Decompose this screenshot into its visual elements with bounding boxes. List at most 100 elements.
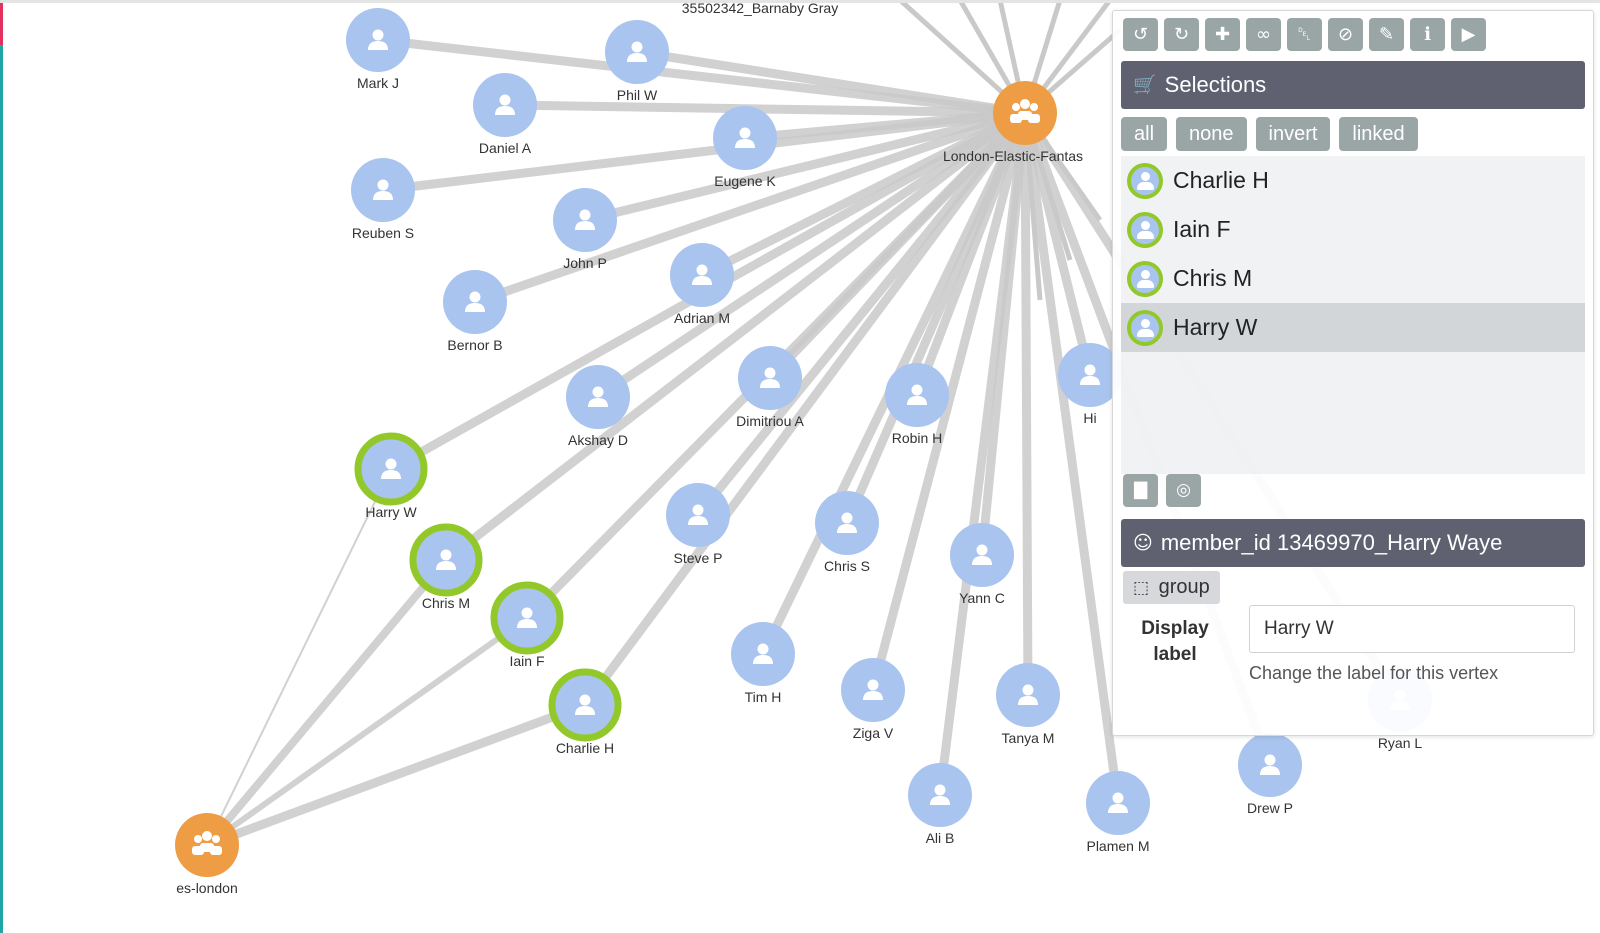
selection-panel: ↺ ↻ ✚ ∞ ␡ ⊘ ✎ ℹ ▶ 🛒 Selections all none … (1112, 10, 1594, 736)
person-node[interactable]: Plamen M (1086, 771, 1150, 854)
select-linked-button[interactable]: linked (1339, 117, 1418, 151)
panel-toolbar: ↺ ↻ ✚ ∞ ␡ ⊘ ✎ ℹ ▶ (1123, 18, 1486, 51)
selection-item-charlie-h[interactable]: Charlie H (1121, 156, 1585, 205)
redo-icon[interactable]: ↻ (1164, 18, 1199, 51)
globe-icon[interactable]: ◎ (1166, 474, 1201, 507)
person-node[interactable]: Ali B (908, 763, 972, 846)
user-icon: ☺ (1133, 532, 1153, 554)
person-node[interactable]: Steve P (666, 483, 730, 566)
person-node[interactable]: Harry W (354, 432, 428, 520)
person-node[interactable]: Robin H (885, 363, 949, 446)
person-node[interactable]: Reuben S (351, 158, 415, 241)
graph-edge (581, 110, 1029, 708)
person-icon (465, 291, 485, 312)
person-icon (436, 549, 456, 570)
graph-edge (1020, 112, 1123, 804)
node-label: Tanya M (1002, 730, 1055, 746)
person-node[interactable]: Tanya M (996, 663, 1060, 746)
group-tag[interactable]: ⬚ group (1123, 571, 1220, 604)
person-node[interactable]: Ziga V (841, 658, 905, 741)
play-icon[interactable]: ▶ (1451, 18, 1486, 51)
graph-edge (473, 108, 1027, 307)
node-label: Steve P (673, 550, 722, 566)
person-node[interactable]: Drew P (1238, 733, 1302, 816)
group-icon (192, 831, 222, 855)
member-id-title: member_id 13469970_Harry Waye (1160, 530, 1503, 555)
node-label: Ali B (926, 830, 955, 846)
link-icon[interactable]: ∞ (1246, 18, 1281, 51)
display-label-help: Change the label for this vertex (1249, 663, 1499, 683)
selection-ring (490, 581, 564, 655)
node-label: Phil W (617, 87, 658, 103)
person-node[interactable]: Iain F (490, 581, 564, 669)
group-frame-icon: ⬚ (1133, 578, 1150, 598)
plus-icon[interactable]: ✚ (1205, 18, 1240, 51)
person-icon (627, 41, 647, 62)
graph-edge (205, 615, 529, 848)
graph-edge (636, 47, 1026, 118)
person-icon (517, 607, 537, 628)
person-node[interactable]: Adrian M (670, 243, 734, 326)
person-node[interactable]: Mark J (346, 8, 410, 91)
person-node[interactable]: Chris M (409, 523, 483, 611)
select-none-button[interactable]: none (1176, 117, 1247, 151)
ban-icon[interactable]: ⊘ (1328, 18, 1363, 51)
graph-edge (935, 112, 1030, 796)
bar-chart-icon[interactable]: ▇ (1123, 474, 1158, 507)
node-label: 35502342_Barnaby Gray (682, 0, 838, 16)
select-all-button[interactable]: all (1121, 117, 1168, 151)
group-node[interactable]: es-london (175, 813, 239, 896)
person-icon (753, 643, 773, 664)
person-node[interactable]: Bernor B (443, 270, 507, 353)
person-icon (1127, 211, 1163, 248)
person-node[interactable]: Eugene K (713, 106, 777, 189)
graph-edge (205, 700, 587, 850)
person-icon (907, 384, 927, 405)
selection-item-chris-m[interactable]: Chris M (1121, 254, 1585, 303)
node-label: Bernor B (447, 337, 502, 353)
node-label: Eugene K (714, 173, 776, 189)
info-icon[interactable]: ℹ (1410, 18, 1445, 51)
selection-list: Charlie H Iain F Chris M Harry W (1121, 156, 1585, 474)
graph-edge (377, 35, 1026, 118)
person-node[interactable]: Tim H (731, 622, 795, 705)
selection-ring (354, 432, 428, 506)
display-label-input[interactable] (1249, 605, 1575, 653)
group-node[interactable]: London-Elastic-Fantas (943, 81, 1083, 164)
person-node[interactable]: Dimitriou A (736, 346, 805, 429)
panel-small-tools: ▇ ◎ (1123, 474, 1201, 507)
selection-item-iain-f[interactable]: Iain F (1121, 205, 1585, 254)
person-node[interactable]: Yann C (950, 523, 1014, 606)
brush-icon[interactable]: ✎ (1369, 18, 1404, 51)
person-node[interactable]: Akshay D (566, 365, 630, 448)
selections-header: 🛒 Selections (1121, 61, 1585, 109)
node-label: Daniel A (479, 140, 532, 156)
trash-icon[interactable]: ␡ (1287, 18, 1322, 51)
person-icon (1127, 309, 1163, 346)
person-node[interactable]: John P (553, 188, 617, 271)
person-icon (373, 179, 393, 200)
person-icon (692, 264, 712, 285)
graph-edge (1020, 112, 1033, 696)
undo-icon[interactable]: ↺ (1123, 18, 1158, 51)
selection-item-harry-w[interactable]: Harry W (1121, 303, 1585, 352)
graph-node-label-only[interactable]: 35502342_Barnaby Gray (682, 0, 838, 16)
selection-buttons: all none invert linked (1121, 117, 1418, 151)
node-label: Reuben S (352, 225, 414, 241)
node-label: Adrian M (674, 310, 730, 326)
person-node[interactable]: Charlie H (548, 668, 622, 756)
invert-selection-button[interactable]: invert (1255, 117, 1331, 151)
node-label: London-Elastic-Fantas (943, 148, 1083, 164)
person-node[interactable]: Daniel A (473, 73, 537, 156)
person-node[interactable]: Phil W (605, 20, 669, 103)
person-icon (575, 209, 595, 230)
person-node[interactable]: Chris S (815, 491, 879, 574)
selection-item-label: Chris M (1173, 265, 1253, 291)
person-node[interactable]: Hi (1058, 343, 1122, 426)
graph-edge (868, 111, 1030, 692)
person-icon (972, 544, 992, 565)
selections-title: Selections (1164, 72, 1267, 97)
person-icon (688, 504, 708, 525)
